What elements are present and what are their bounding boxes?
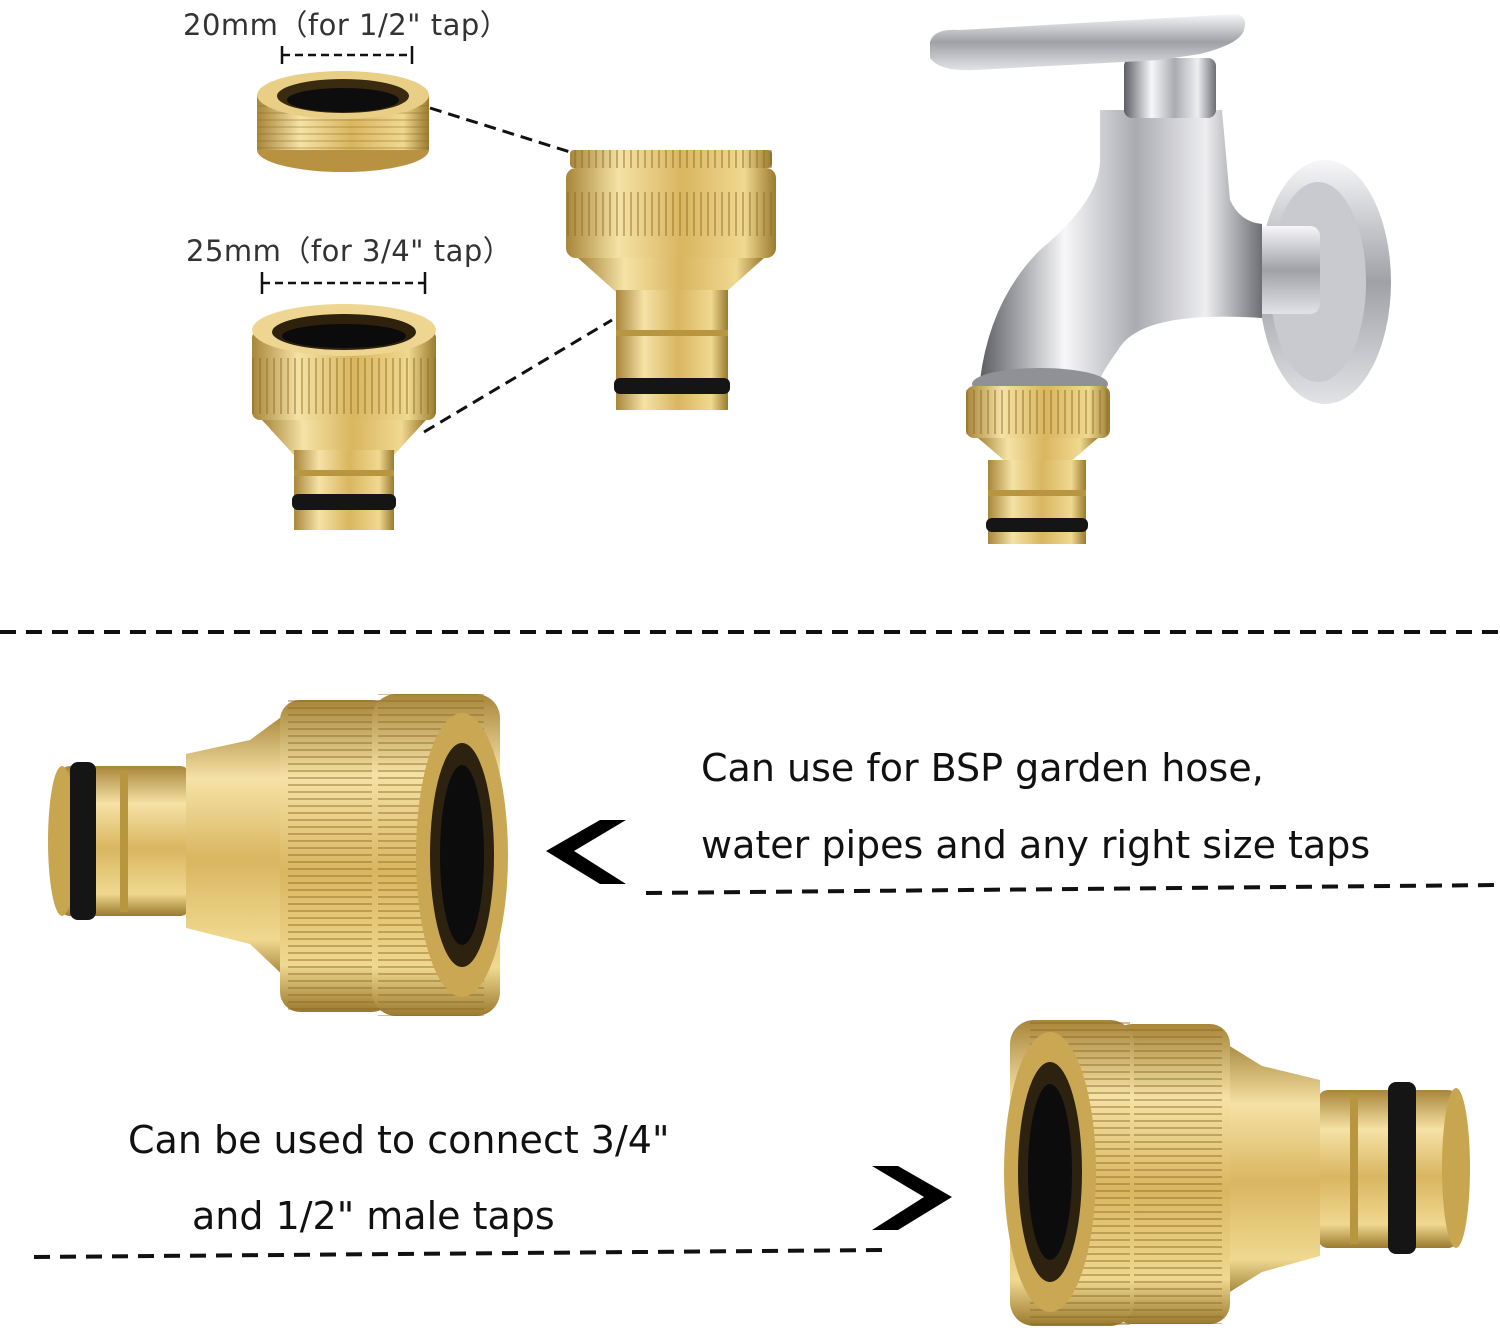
caption-bsp-line1: Can use for BSP garden hose, xyxy=(701,746,1264,790)
caption-underline-bottom xyxy=(33,1248,885,1259)
caption-connect-line2: and 1/2" male taps xyxy=(192,1194,555,1238)
caption-underline-top xyxy=(645,883,1500,895)
leader-lines xyxy=(423,106,613,434)
size-label-25mm: 25mm（for 3/4" tap） xyxy=(186,234,513,268)
tap-connector-assembled xyxy=(566,150,776,410)
dimension-marker-25mm xyxy=(260,272,427,294)
caption-bsp-line2: water pipes and any right size taps xyxy=(701,823,1371,867)
caption-connect-line1: Can be used to connect 3/4" xyxy=(128,1118,670,1162)
connector-side-view-right xyxy=(1004,1020,1470,1326)
chevron-right-icon xyxy=(872,1166,952,1230)
chrome-tap-with-connector xyxy=(930,14,1391,544)
adapter-ring-20mm xyxy=(257,71,429,172)
chevron-left-icon xyxy=(546,820,626,884)
dimension-marker-20mm xyxy=(280,46,414,64)
size-label-20mm: 20mm（for 1/2" tap） xyxy=(183,8,510,42)
connector-side-view-left xyxy=(48,694,508,1016)
tap-connector-25mm xyxy=(252,304,436,530)
